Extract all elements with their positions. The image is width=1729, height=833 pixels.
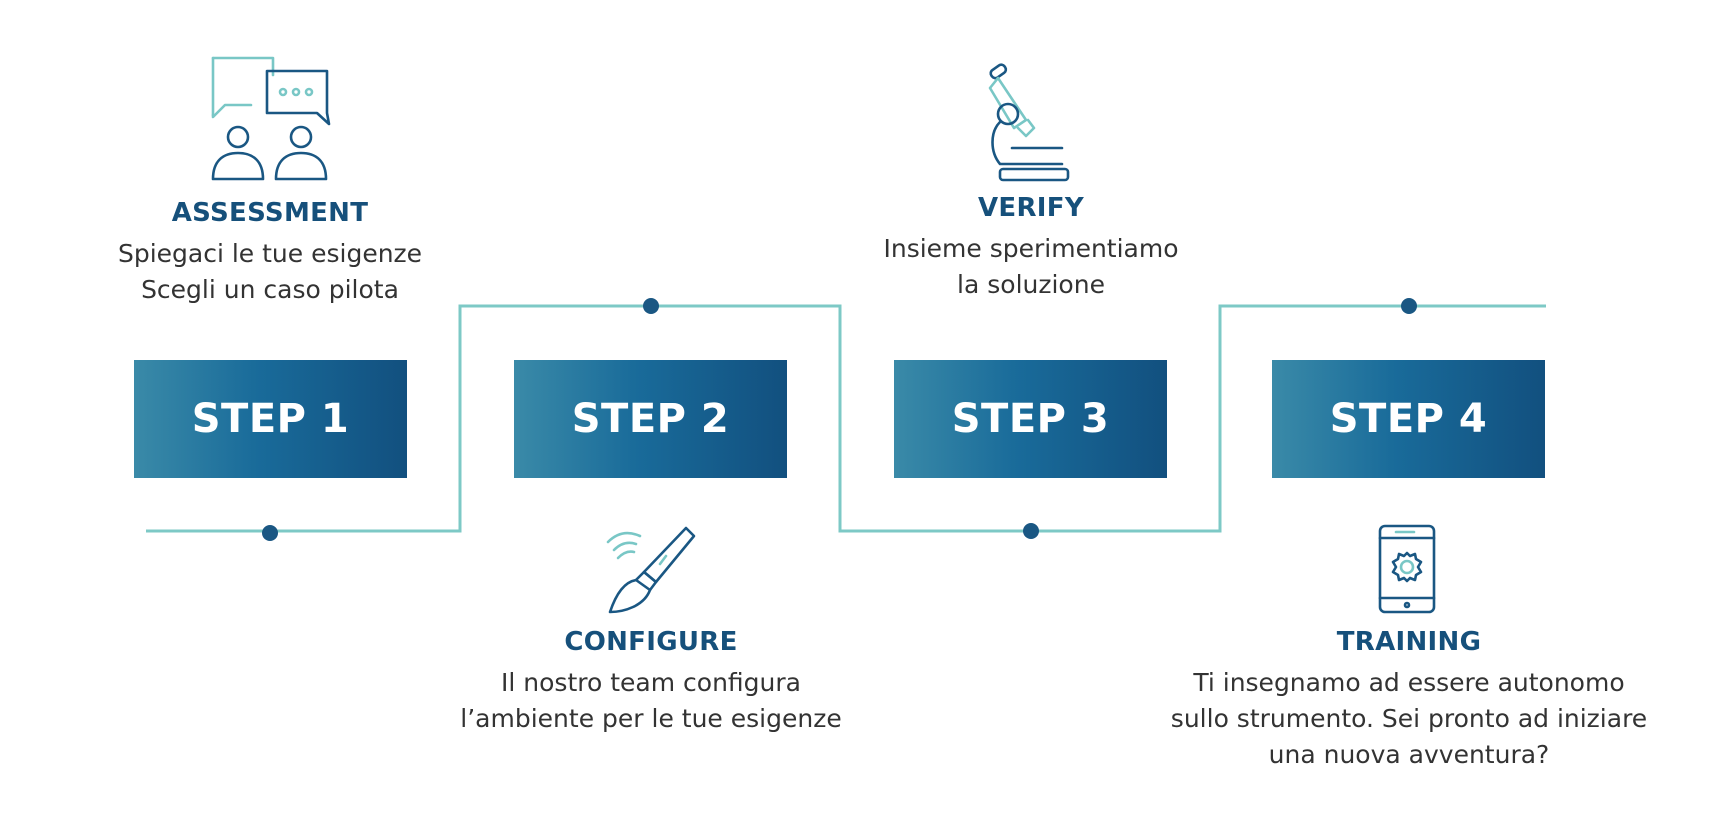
step-2-title: CONFIGURE <box>564 627 738 657</box>
step-3-caption: VERIFY Insieme sperimentiamo la soluzion… <box>883 193 1178 303</box>
step-2-caption: CONFIGURE Il nostro team configura l’amb… <box>460 627 841 737</box>
step-3-title: VERIFY <box>978 193 1084 223</box>
step-3-box: STEP 3 <box>894 360 1167 478</box>
step-1-title: ASSESSMENT <box>171 198 369 228</box>
people-chat-icon <box>211 56 331 181</box>
step-3-label: STEP 3 <box>951 396 1110 442</box>
step-2-label: STEP 2 <box>571 396 730 442</box>
step-3-line-2: la soluzione <box>957 270 1105 299</box>
step-1-box: STEP 1 <box>134 360 407 478</box>
step-1-caption: ASSESSMENT Spiegaci le tue esigenze Sceg… <box>118 198 422 308</box>
paintbrush-icon <box>606 526 696 614</box>
step-1-line-2: Scegli un caso pilota <box>141 275 399 304</box>
microscope-icon <box>988 63 1070 182</box>
step-4-line-3: una nuova avventura? <box>1268 740 1550 769</box>
timeline-dot-1 <box>262 525 278 541</box>
step-3-line-1: Insieme sperimentiamo <box>883 234 1179 263</box>
step-4-line-1: Ti insegnamo ad essere autonomo <box>1193 668 1625 697</box>
step-4-line-2: sullo strumento. Sei pronto ad iniziare <box>1170 704 1648 733</box>
timeline-dot-2 <box>643 298 659 314</box>
step-4-box: STEP 4 <box>1272 360 1545 478</box>
timeline-dot-3 <box>1023 523 1039 539</box>
tablet-settings-icon <box>1378 524 1436 614</box>
timeline-dot-4 <box>1401 298 1417 314</box>
step-2-box: STEP 2 <box>514 360 787 478</box>
step-4-caption: TRAINING Ti insegnamo ad essere autonomo… <box>1171 627 1647 773</box>
step-4-label: STEP 4 <box>1329 396 1488 442</box>
step-2-line-2: l’ambiente per le tue esigenze <box>460 704 842 733</box>
step-2-line-1: Il nostro team configura <box>501 668 801 697</box>
step-1-line-1: Spiegaci le tue esigenze <box>117 239 423 268</box>
step-4-title: TRAINING <box>1336 627 1482 657</box>
step-1-label: STEP 1 <box>191 396 350 442</box>
